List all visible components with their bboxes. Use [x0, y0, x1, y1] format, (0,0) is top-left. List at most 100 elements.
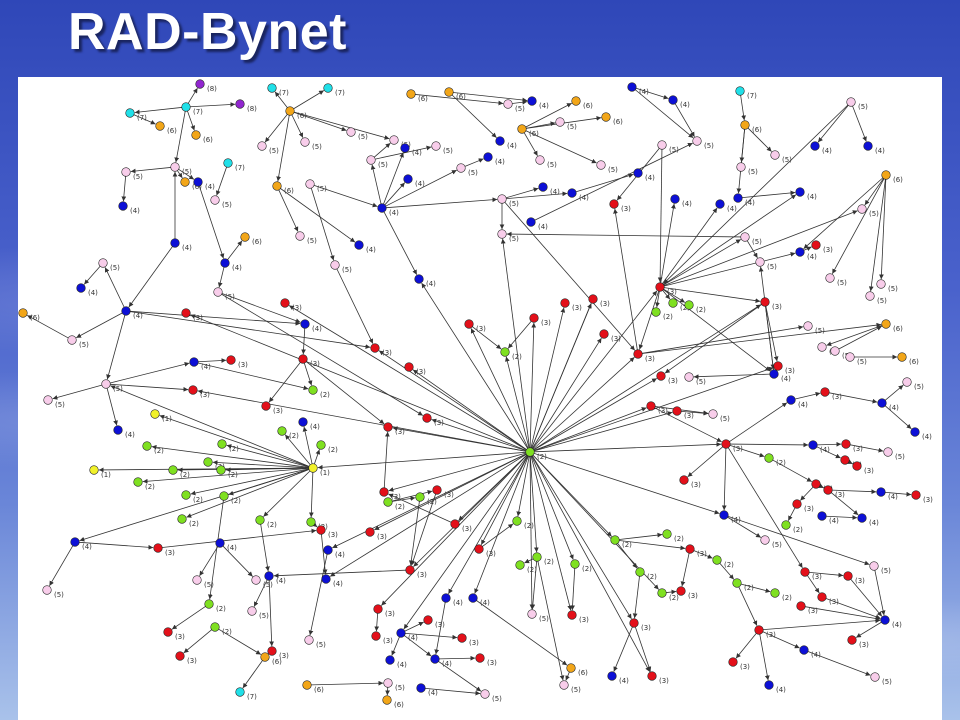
node-dot [526, 217, 536, 227]
node-level-label: (1) [101, 471, 111, 479]
node-dot [400, 143, 410, 153]
graph-node: (5) [902, 377, 924, 391]
node-dot [571, 96, 581, 106]
graph-node: (4) [385, 655, 407, 669]
graph-node: (3) [163, 627, 185, 641]
node-dot [210, 195, 220, 205]
graph-edge [738, 586, 758, 626]
graph-edge [451, 94, 497, 138]
graph-node: (6) [566, 663, 588, 677]
node-level-label: (3) [772, 303, 782, 311]
node-level-label: (2) [222, 628, 232, 636]
graph-node: (2) [383, 497, 405, 511]
node-level-label: (2) [793, 526, 803, 534]
graph-node: (3) [820, 387, 842, 401]
graph-node: (8) [195, 79, 217, 93]
node-dot [155, 121, 165, 131]
graph-edge [162, 528, 317, 548]
node-level-label: (6) [613, 118, 623, 126]
graph-edge [221, 293, 301, 323]
node-dot [672, 406, 682, 416]
node-dot [760, 297, 770, 307]
node-level-label: (4) [495, 158, 505, 166]
graph-edge [831, 178, 885, 274]
node-level-label: (4) [680, 101, 690, 109]
graph-edge [663, 104, 849, 284]
node-level-label: (3) [853, 445, 863, 453]
node-level-label: (5) [225, 293, 235, 301]
graph-edge [314, 449, 321, 465]
graph-node: (3) [316, 525, 338, 539]
graph-edge [719, 562, 735, 580]
node-level-label: (4) [428, 689, 438, 697]
graph-node: (5) [740, 232, 762, 246]
node-dot [450, 519, 460, 529]
graph-node: (5) [596, 160, 618, 174]
node-level-label: (2) [320, 391, 330, 399]
node-dot [635, 567, 645, 577]
graph-edge [308, 554, 328, 636]
node-dot [601, 112, 611, 122]
graph-edge [638, 290, 660, 350]
graph-node: (2) [142, 441, 164, 455]
node-level-label: (4) [811, 651, 821, 659]
graph-edge [306, 361, 385, 425]
node-level-label: (5) [468, 169, 478, 177]
graph-edge [130, 310, 301, 326]
graph-node: (3) [676, 586, 698, 600]
node-level-label: (3) [395, 428, 405, 436]
node-dot [118, 201, 128, 211]
graph-node: (3) [560, 298, 582, 312]
graph-edge [570, 568, 576, 611]
graph-node: (3) [685, 544, 707, 558]
node-dot [607, 671, 617, 681]
graph-edge [197, 389, 526, 452]
node-level-label: (2) [776, 459, 786, 467]
graph-edge [729, 402, 788, 442]
node-dot [655, 282, 665, 292]
node-dot [168, 465, 178, 475]
graph-node: (4) [808, 440, 830, 454]
node-level-label: (3) [864, 467, 874, 475]
graph-edge [674, 103, 695, 138]
graph-edge [532, 356, 635, 450]
node-dot [755, 257, 765, 267]
graph-node: (3) [261, 401, 283, 415]
graph-node: (6) [382, 695, 404, 709]
node-level-label: (4) [807, 253, 817, 261]
node-level-label: (6) [456, 93, 466, 101]
graph-edge [130, 311, 371, 349]
graph-node: (4) [76, 283, 98, 297]
graph-node: (5) [708, 409, 730, 423]
graph-edge [829, 392, 878, 404]
graph-node: (5) [865, 291, 887, 305]
node-level-label: (4) [922, 433, 932, 441]
node-level-label: (3) [855, 577, 865, 585]
graph-edge [529, 322, 537, 448]
graph-edge [721, 448, 727, 511]
graph-node: (4) [910, 427, 932, 441]
graph-edge [190, 102, 236, 108]
network-graph: (2)(1)(1)(1)(8)(8)(7)(7)(6)(6)(7)(5)(6)(… [18, 79, 933, 709]
graph-edge [613, 626, 633, 672]
node-level-label: (5) [815, 327, 825, 335]
node-level-label: (2) [647, 573, 657, 581]
graph-edge [227, 240, 243, 260]
graph-node: (3) [728, 657, 750, 671]
graph-node: (5) [736, 162, 758, 176]
graph-edge [49, 545, 74, 587]
graph-edge [663, 194, 797, 285]
node-dot [191, 130, 201, 140]
node-dot [308, 463, 318, 473]
graph-edge [408, 501, 420, 566]
node-dot [373, 604, 383, 614]
graph-edge [218, 628, 262, 655]
graph-edge [199, 546, 219, 577]
node-dot [764, 453, 774, 463]
edge-layer [27, 87, 912, 696]
node-dot [389, 135, 399, 145]
node-dot [845, 352, 855, 362]
node-dot [685, 544, 695, 554]
graph-node: (7) [125, 108, 147, 122]
node-dot [876, 279, 886, 289]
